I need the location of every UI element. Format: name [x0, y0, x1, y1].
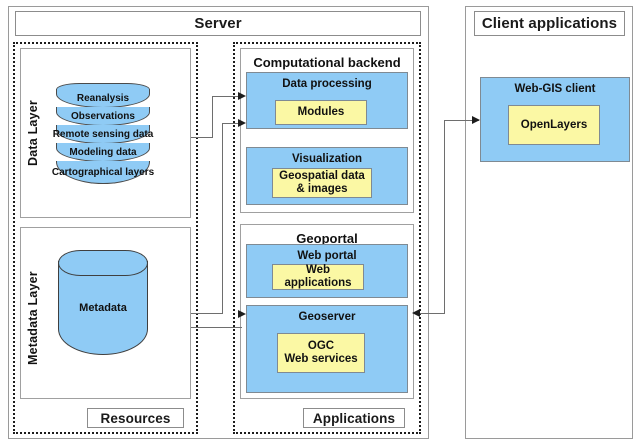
arrow-metadata-to-processing	[238, 119, 246, 127]
connector-data-to-processing-h1	[191, 137, 213, 138]
geoportal-title: Geoportal	[296, 231, 358, 246]
cylinder-segment-observations: Observations	[56, 107, 150, 126]
arrow-metadata-to-geoserver	[238, 310, 246, 318]
client-applications-panel	[465, 6, 633, 439]
arrow-data-to-processing	[238, 92, 246, 100]
resources-zone-plaque: Resources	[87, 408, 184, 428]
web-portal-title: Web portal	[297, 250, 357, 262]
connector-metadata-to-processing-v	[222, 123, 223, 314]
resources-zone	[13, 42, 198, 434]
metadata-database-cylinder: Metadata	[58, 250, 148, 362]
metadata-layer-label: Metadata Layer	[26, 271, 40, 365]
client-applications-title-plaque: Client applications	[474, 11, 625, 36]
connector-geoserver-to-client-v	[444, 120, 445, 314]
connector-metadata-to-processing-h1	[191, 313, 223, 314]
metadata-database-top	[58, 250, 148, 276]
geospatial-data-images-box: Geospatial data & images	[272, 168, 372, 198]
web-applications-box: Web applications	[272, 264, 364, 290]
data-processing-title: Data processing	[282, 78, 372, 90]
computational-backend-title: Computational backend	[253, 55, 401, 70]
connector-metadata-to-geoserver-h1	[191, 327, 242, 328]
connector-metadata-to-processing-h2	[222, 123, 242, 124]
arrow-to-web-gis-client	[472, 116, 480, 124]
cylinder-segment-remote-sensing-data: Remote sensing data	[53, 125, 153, 144]
applications-zone-plaque: Applications	[303, 408, 405, 428]
data-layer-cylinder-stack: Reanalysis Observations Remote sensing d…	[52, 83, 154, 187]
connector-data-to-processing-v	[212, 96, 213, 138]
connector-geoserver-to-client-h-bottom	[418, 313, 445, 314]
geoserver-title: Geoserver	[298, 311, 356, 323]
openlayers-box: OpenLayers	[508, 105, 600, 145]
metadata-database-body: Metadata	[58, 261, 148, 355]
server-title-plaque: Server	[15, 11, 421, 36]
connector-geoserver-to-client-h-top	[444, 120, 479, 121]
ogc-web-services-box: OGC Web services	[277, 333, 365, 373]
cylinder-segment-cartographical-layers: Cartographical layers	[52, 161, 154, 184]
client-applications-title: Client applications	[481, 15, 618, 32]
connector-data-to-processing-h2	[212, 96, 242, 97]
visualization-title: Visualization	[291, 153, 363, 165]
cylinder-segment-modeling-data: Modeling data	[56, 143, 150, 162]
server-title: Server	[194, 15, 242, 32]
data-layer-label: Data Layer	[26, 100, 40, 166]
modules-box: Modules	[275, 100, 367, 125]
cylinder-segment-reanalysis: Reanalysis	[56, 89, 150, 108]
web-gis-client-title: Web-GIS client	[514, 83, 596, 95]
arrow-to-geoserver	[412, 309, 420, 317]
applications-zone	[233, 42, 421, 434]
